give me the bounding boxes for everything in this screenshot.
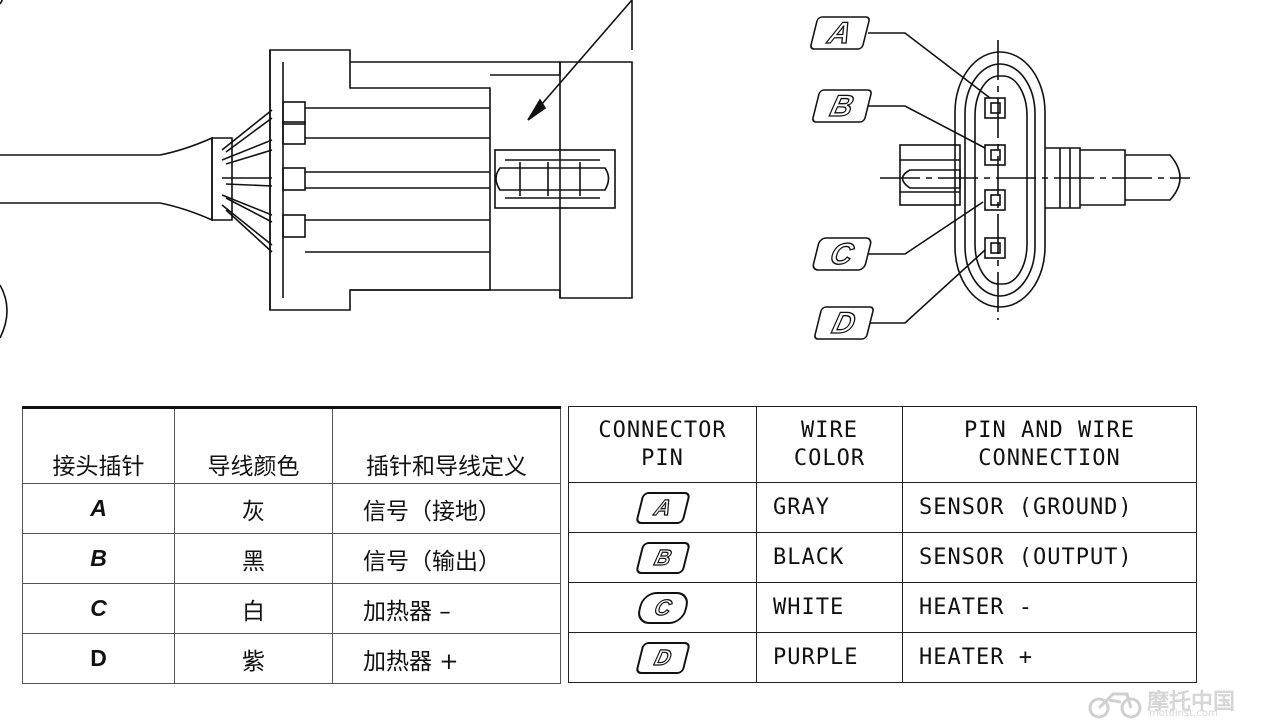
table-row: A 灰 信号（接地） bbox=[22, 483, 561, 534]
motorcycle-logo-icon bbox=[1088, 692, 1142, 719]
table-row: A GRAY SENSOR (GROUND) bbox=[568, 482, 1197, 533]
pin-letter: D bbox=[634, 641, 691, 674]
callout-c: C bbox=[812, 237, 872, 272]
definition-cell: 加热器 + bbox=[332, 633, 561, 684]
connection-cell: HEATER - bbox=[902, 582, 1197, 633]
pin-table-chinese: 接头插针 导线颜色 插针和导线定义 A 灰 信号（接地） B 黑 信号（输出） … bbox=[22, 406, 561, 684]
table-header-row: 接头插针 导线颜色 插针和导线定义 bbox=[22, 406, 561, 484]
pin-cell: C bbox=[22, 583, 175, 634]
pin-cell: A bbox=[22, 483, 175, 534]
callout-a: A bbox=[810, 16, 870, 51]
definition-cell: 加热器 – bbox=[332, 583, 561, 634]
connector-side-view bbox=[0, 0, 633, 339]
callout-b: B bbox=[812, 89, 872, 124]
pin-letter: B bbox=[634, 541, 691, 574]
color-cell: 白 bbox=[174, 583, 333, 634]
pin-cell: C bbox=[568, 582, 757, 633]
color-cell: PURPLE bbox=[756, 632, 903, 683]
color-cell: 灰 bbox=[174, 483, 333, 534]
definition-cell: 信号（接地） bbox=[332, 483, 561, 534]
pin-table-english: CONNECTOR PIN WIRE COLOR PIN AND WIRE CO… bbox=[568, 406, 1197, 683]
connection-cell: SENSOR (GROUND) bbox=[902, 482, 1197, 533]
table-row: D 紫 加热器 + bbox=[22, 633, 561, 684]
table-header-row: CONNECTOR PIN WIRE COLOR PIN AND WIRE CO… bbox=[568, 406, 1197, 483]
pin-cell: B bbox=[22, 533, 175, 584]
connection-cell: SENSOR (OUTPUT) bbox=[902, 532, 1197, 583]
header-pin-and-wire-connection: PIN AND WIRE CONNECTION bbox=[902, 406, 1197, 483]
connector-face-view bbox=[868, 32, 1190, 324]
watermark: 摩托中国 motoinst.com bbox=[1087, 682, 1262, 722]
color-cell: GRAY bbox=[756, 482, 903, 533]
watermark-url: motoinst.com bbox=[1149, 708, 1218, 719]
table-row: D PURPLE HEATER + bbox=[568, 632, 1197, 683]
header-wire-color: WIRE COLOR bbox=[756, 406, 903, 483]
pin-cell: B bbox=[568, 532, 757, 583]
color-cell: BLACK bbox=[756, 532, 903, 583]
callout-d: D bbox=[814, 306, 874, 341]
watermark-name: 摩托中国 bbox=[1147, 690, 1236, 715]
pin-letter: A bbox=[634, 491, 691, 524]
pin-cell: D bbox=[22, 633, 175, 684]
color-cell: WHITE bbox=[756, 582, 903, 633]
header-pin: 接头插针 bbox=[22, 406, 175, 484]
table-row: B BLACK SENSOR (OUTPUT) bbox=[568, 532, 1197, 583]
pin-cell: A bbox=[568, 482, 757, 533]
color-cell: 黑 bbox=[174, 533, 333, 584]
pin-cell: D bbox=[568, 632, 757, 683]
table-row: C 白 加热器 – bbox=[22, 583, 561, 634]
header-connector-pin: CONNECTOR PIN bbox=[568, 406, 757, 483]
header-definition: 插针和导线定义 bbox=[332, 406, 561, 484]
callout-labels: A B C D bbox=[810, 16, 874, 341]
definition-cell: 信号（输出） bbox=[332, 533, 561, 584]
table-row: B 黑 信号（输出） bbox=[22, 533, 561, 584]
connection-cell: HEATER + bbox=[902, 632, 1197, 683]
pin-letter: C bbox=[634, 591, 691, 624]
header-color: 导线颜色 bbox=[174, 406, 333, 484]
color-cell: 紫 bbox=[174, 633, 333, 684]
table-row: C WHITE HEATER - bbox=[568, 582, 1197, 633]
